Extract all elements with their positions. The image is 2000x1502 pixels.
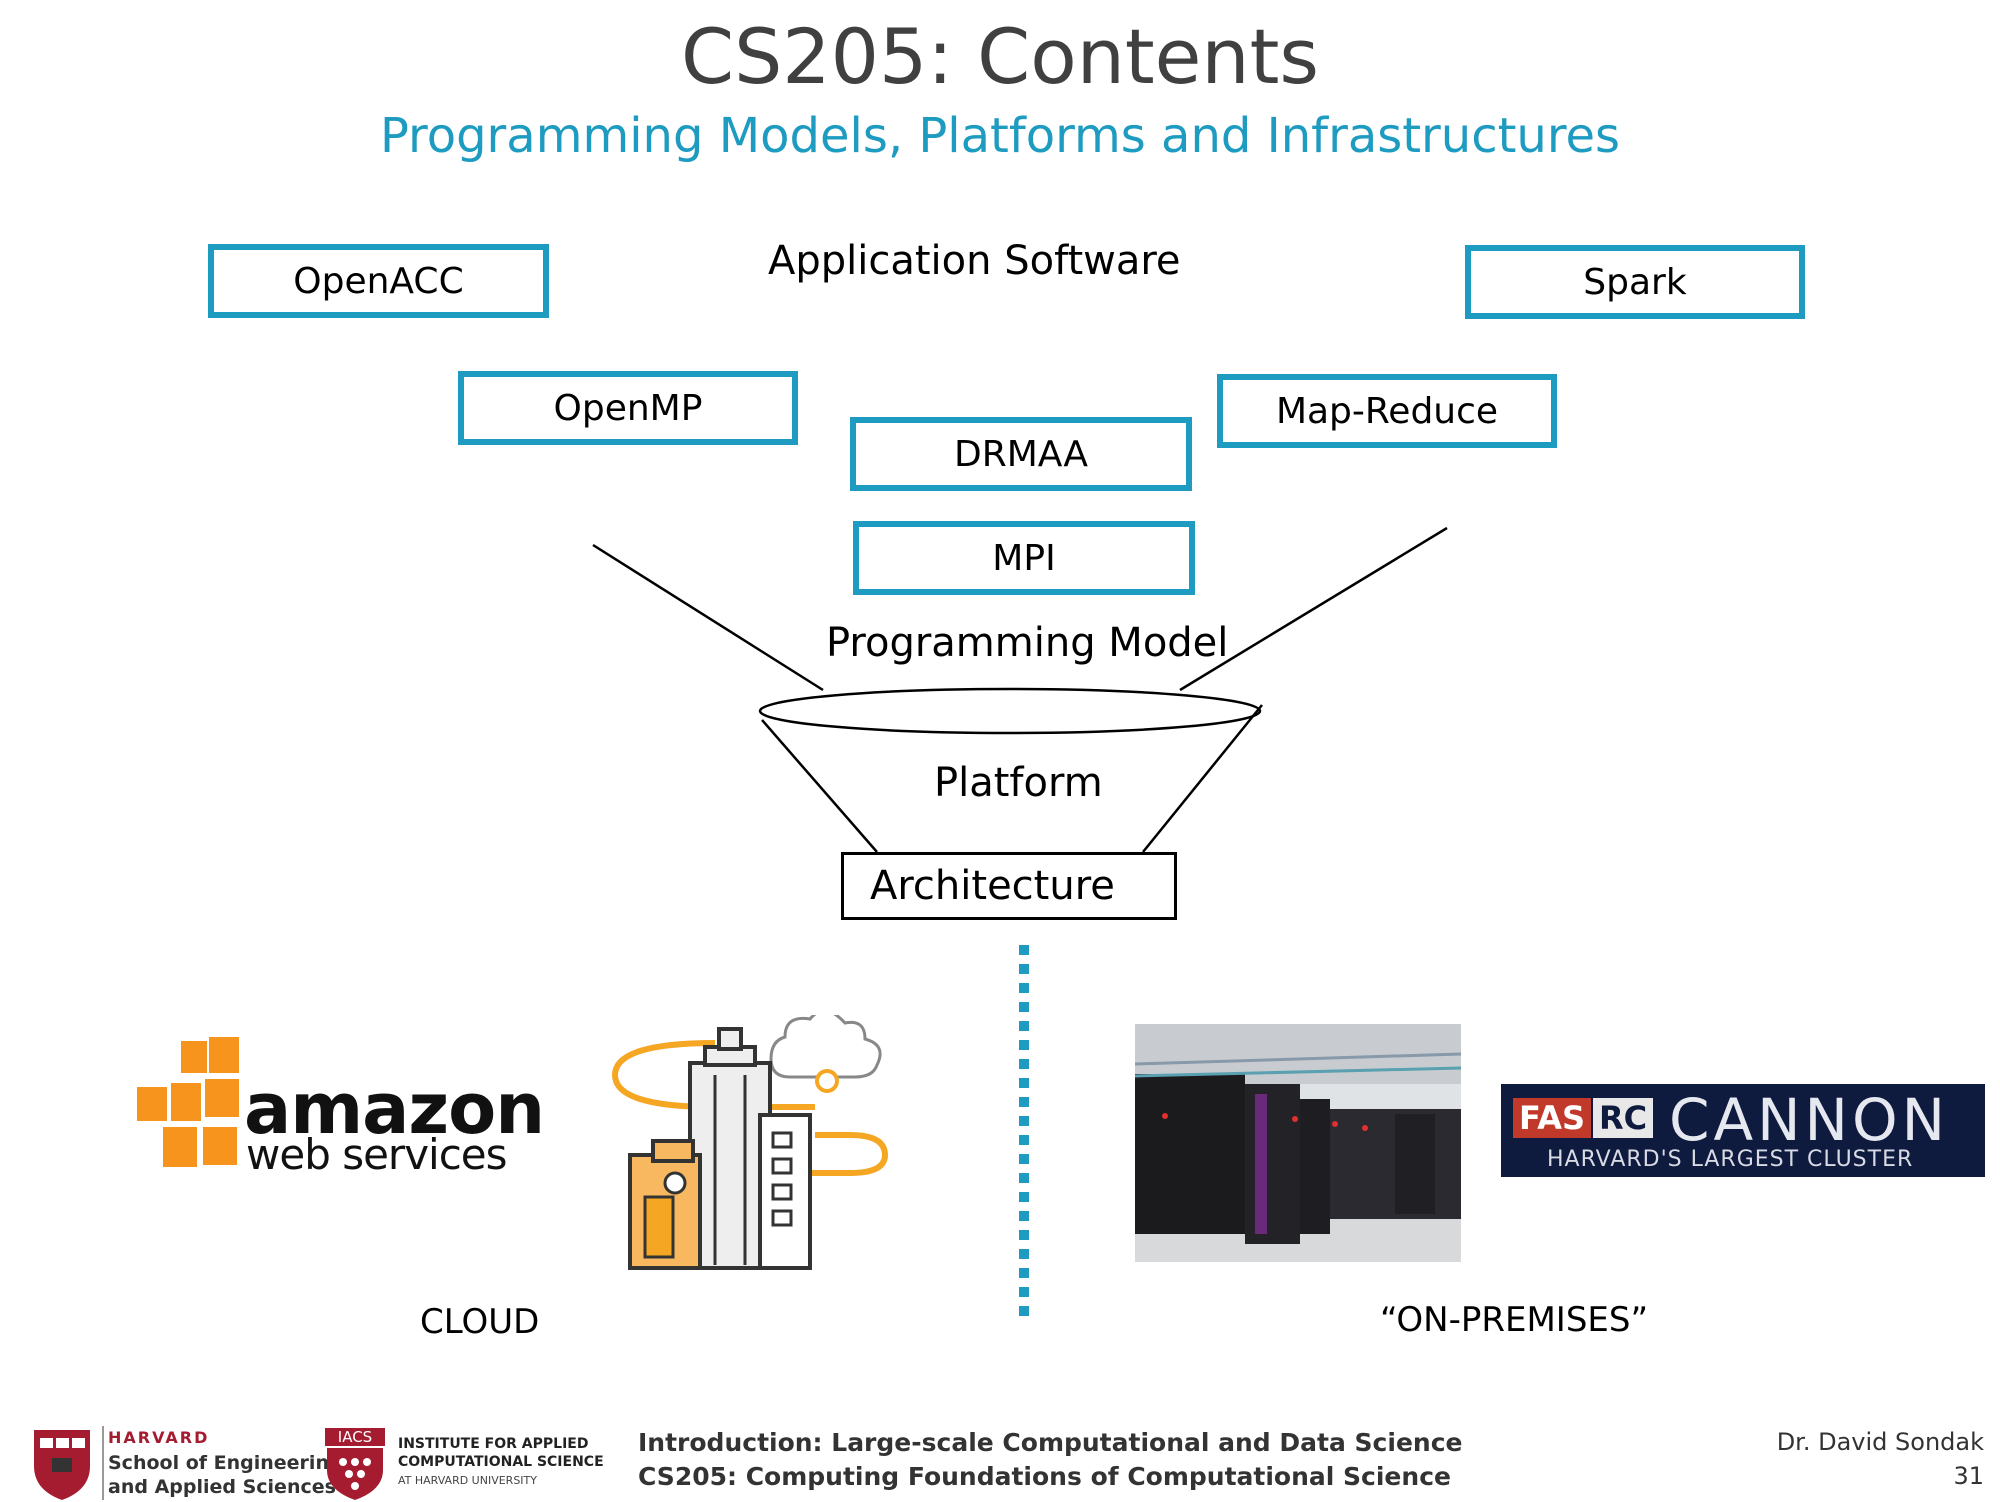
seas-divider [102,1426,104,1500]
aws-word-amazon: amazon [244,1068,545,1150]
footer-course-line2: CS205: Computing Foundations of Computat… [638,1462,1451,1491]
cloud-label: CLOUD [420,1302,540,1342]
drmaa-box: DRMAA [850,417,1192,491]
platform-cone-top [758,687,1262,735]
fas-badge: FAS [1513,1098,1591,1138]
seas-line2: School of Engineering [108,1452,343,1474]
seas-harvard-text: HARVARD [108,1428,210,1447]
openmp-box: OpenMP [458,371,798,445]
application-software-label: Application Software [768,238,1181,284]
programming-model-label: Programming Model [826,620,1229,666]
platform-label: Platform [934,760,1103,806]
slide-title: CS205: Contents [681,12,1319,101]
onprem-label: “ON-PREMISES” [1380,1300,1649,1340]
mapreduce-box: Map-Reduce [1217,374,1557,448]
page-number: 31 [1953,1462,1984,1490]
hybrid-cloud-illustration [611,1015,889,1270]
cannon-name: CANNON [1669,1086,1949,1154]
architecture-box: Architecture [841,852,1177,920]
iacs-line3: AT HARVARD UNIVERSITY [398,1474,537,1487]
iacs-shield-logo [327,1448,383,1500]
openacc-box: OpenACC [208,244,549,318]
seas-line3: and Applied Sciences [108,1476,336,1498]
aws-cubes-logo [135,1035,241,1169]
iacs-line2: COMPUTATIONAL SCIENCE [398,1454,604,1470]
iacs-line1: INSTITUTE FOR APPLIED [398,1436,589,1452]
cluster-photo [1135,1024,1461,1262]
mpi-box: MPI [853,521,1195,595]
spark-box: Spark [1465,245,1805,319]
cannon-logo: FAS RC CANNON HARVARD'S LARGEST CLUSTER [1501,1084,1985,1177]
harvard-shield-logo [34,1430,90,1500]
funnel-right-line [1179,526,1448,692]
slide-subtitle: Programming Models, Platforms and Infras… [379,108,1621,164]
platform-cone-right [1142,704,1263,853]
iacs-badge: IACS [325,1428,385,1446]
rc-badge: RC [1593,1098,1654,1138]
cannon-tagline: HARVARD'S LARGEST CLUSTER [1547,1147,1914,1172]
footer-course-line1: Introduction: Large-scale Computational … [638,1428,1463,1457]
aws-word-webservices: web services [246,1130,508,1179]
funnel-left-line [592,543,824,692]
platform-cone-left [761,719,878,853]
footer-author: Dr. David Sondak [1776,1428,1984,1456]
